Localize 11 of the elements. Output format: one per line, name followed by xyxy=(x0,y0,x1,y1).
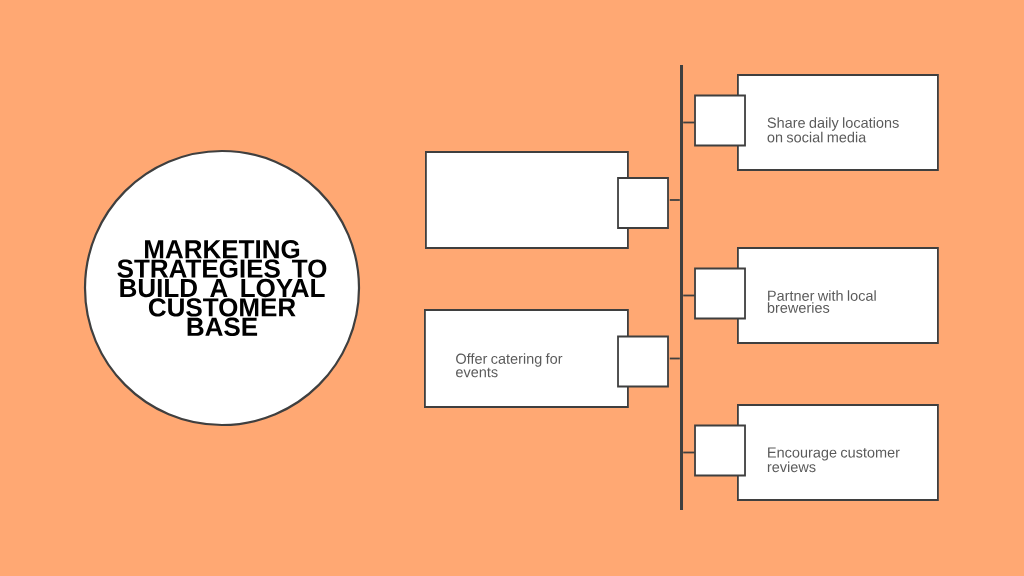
connector-line xyxy=(682,451,696,454)
vertical-line xyxy=(680,65,683,510)
connector-line xyxy=(682,121,696,124)
note-card: Offer catering for events xyxy=(424,309,669,408)
connector-line xyxy=(682,294,696,297)
note-card: Share daily locations on social media xyxy=(694,74,939,171)
note-card xyxy=(425,151,669,249)
connector-line xyxy=(668,357,681,360)
note-card: Partner with local breweries xyxy=(694,247,939,344)
note-card: Encourage customer reviews xyxy=(694,404,939,501)
connector-line xyxy=(668,199,681,201)
